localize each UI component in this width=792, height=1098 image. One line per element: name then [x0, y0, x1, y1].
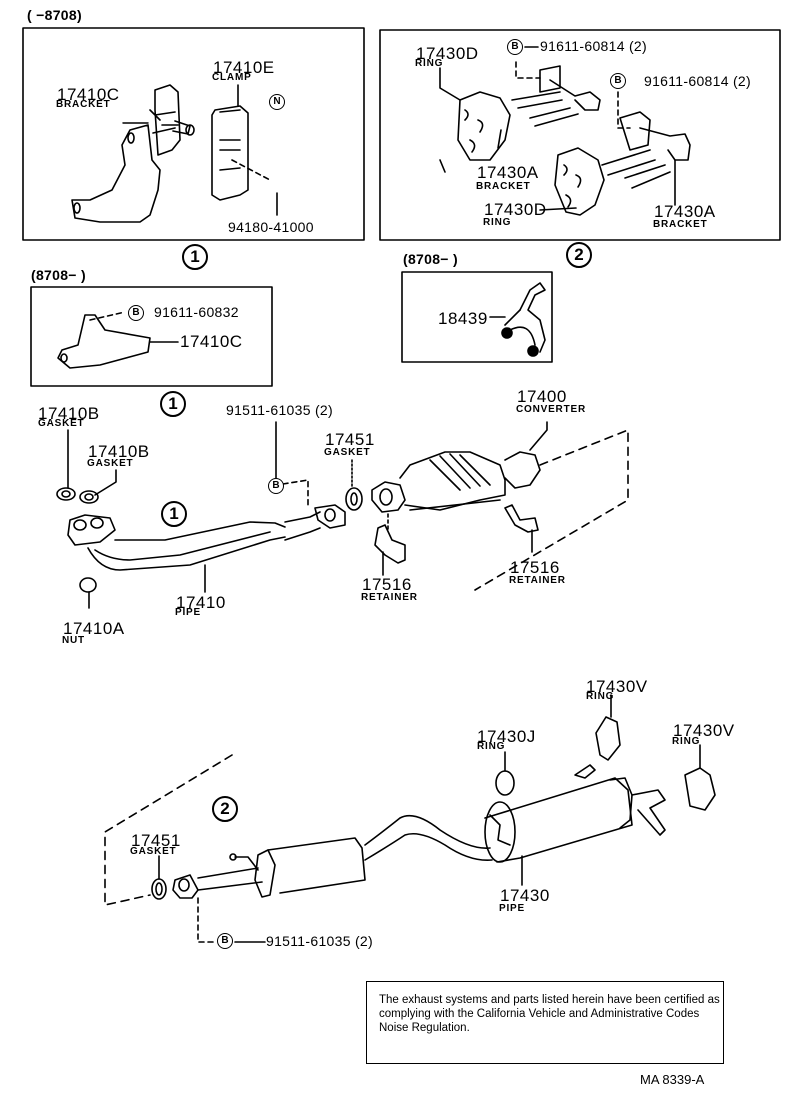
part-name: GASKET [38, 418, 85, 429]
clamp-17410e-drawing [211, 84, 278, 216]
part-number[interactable]: 17410 [176, 593, 226, 612]
part-name: PIPE [499, 903, 525, 914]
ring-bracket-drawing-upper [439, 46, 601, 161]
part-name: RING [483, 217, 512, 228]
bracket-17410c-alt-drawing [57, 311, 179, 369]
bolt-symbol: B [507, 39, 523, 55]
date-range-upto-8708: ( −8708) [27, 7, 82, 23]
part-number[interactable]: 17451 [325, 430, 375, 449]
bolt-symbol: B [128, 305, 144, 321]
part-name: BRACKET [56, 99, 111, 110]
part-number[interactable]: 17430A [654, 202, 716, 221]
reference-marker-1-top: 1 [182, 244, 208, 270]
retainers-17516-drawing [374, 504, 539, 576]
illustration-code: MA 8339-A [640, 1072, 705, 1087]
muffler-assembly-drawing [151, 694, 716, 943]
part-number[interactable]: 91511-61035 (2) [226, 402, 333, 418]
reference-marker-2-top: 2 [566, 242, 592, 268]
part-number[interactable]: 17410B [38, 404, 100, 423]
panel-box-3 [30, 286, 273, 387]
certification-note-text: The exhaust systems and parts listed her… [379, 994, 720, 1034]
bracket-18439-drawing [489, 282, 546, 357]
bolt-symbol: B [217, 933, 233, 949]
part-number[interactable]: 17410B [88, 442, 150, 461]
nut-17410a-drawing [79, 577, 97, 609]
front-pipe-17410-drawing [67, 504, 346, 593]
part-name: RING [415, 58, 444, 69]
part-number[interactable]: 17430 [500, 886, 550, 905]
reference-marker-1-mid: 1 [160, 391, 186, 417]
panel-box-2 [379, 29, 781, 241]
part-name: GASKET [130, 846, 177, 857]
part-number[interactable]: 91611-60814 (2) [644, 73, 751, 89]
part-name: RING [586, 691, 615, 702]
part-number[interactable]: 17516 [362, 575, 412, 594]
part-number[interactable]: 91611-60814 (2) [540, 38, 647, 54]
ring-bracket-drawing-lower [439, 91, 691, 216]
part-number[interactable]: 17410C [180, 332, 243, 351]
bracket-17410c-drawing [71, 84, 195, 223]
part-name: RING [477, 741, 506, 752]
nut-symbol: N [269, 94, 285, 110]
part-number[interactable]: 91611-60832 [154, 304, 239, 320]
part-name: CLAMP [212, 72, 252, 83]
part-number[interactable]: 91511-61035 (2) [266, 933, 373, 949]
reference-marker-1-pipe: 1 [161, 501, 187, 527]
part-name: PIPE [175, 607, 201, 618]
part-number[interactable]: 17410E [213, 58, 275, 77]
bolt-symbol: B [610, 73, 626, 89]
part-number[interactable]: 17430V [673, 721, 735, 740]
part-number[interactable]: 17430D [484, 200, 547, 219]
panel-box-1 [22, 27, 365, 241]
part-number[interactable]: 94180-41000 [228, 219, 314, 235]
part-name: GASKET [87, 458, 134, 469]
part-name: BRACKET [653, 219, 708, 230]
certification-note-box: The exhaust systems and parts listed her… [366, 981, 724, 1064]
part-name: BRACKET [476, 181, 531, 192]
reference-marker-2-rear: 2 [212, 796, 238, 822]
part-number[interactable]: 18439 [438, 309, 488, 328]
part-number[interactable]: 17516 [510, 558, 560, 577]
part-number[interactable]: 17430J [477, 727, 536, 746]
part-number[interactable]: 17451 [131, 831, 181, 850]
part-name: RETAINER [509, 575, 566, 586]
part-name: RETAINER [361, 592, 418, 603]
part-number[interactable]: 17430D [416, 44, 479, 63]
part-number[interactable]: 17410A [63, 619, 125, 638]
gaskets-17410b-drawing [56, 429, 117, 504]
date-range-from-8708-right: (8708− ) [403, 251, 458, 267]
part-name: CONVERTER [516, 404, 586, 415]
part-name: RING [672, 736, 701, 747]
part-name: NUT [62, 635, 85, 646]
part-number[interactable]: 17410C [57, 85, 120, 104]
panel-box-4 [401, 271, 553, 363]
converter-17400-drawing [371, 421, 629, 591]
section-2-dashed-boundary [104, 754, 233, 906]
part-number[interactable]: 17430V [586, 677, 648, 696]
part-name: GASKET [324, 447, 371, 458]
part-number[interactable]: 17400 [517, 387, 567, 406]
bolt-symbol: B [268, 478, 284, 494]
date-range-from-8708-left: (8708− ) [31, 267, 86, 283]
part-number[interactable]: 17430A [477, 163, 539, 182]
